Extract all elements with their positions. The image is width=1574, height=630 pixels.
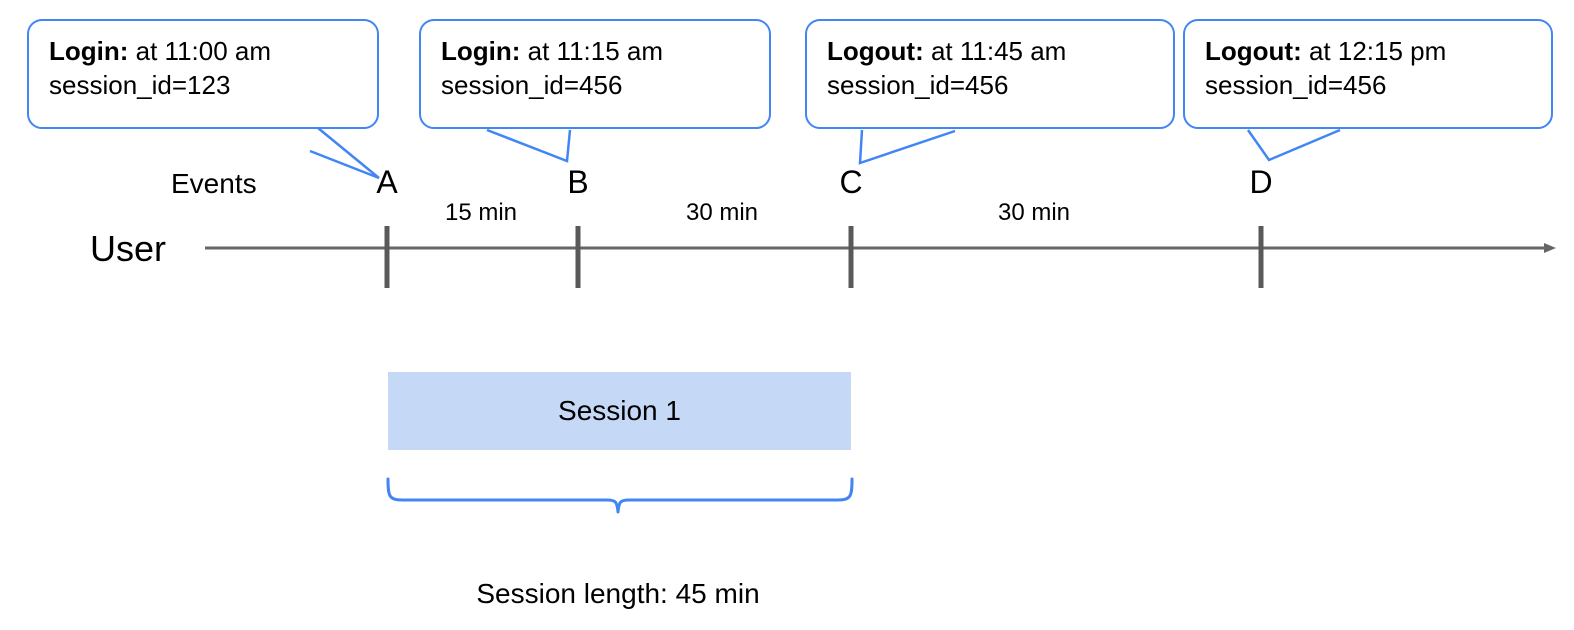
callout-1-line-1: Login: at 11:00 am <box>49 35 359 69</box>
callout-tail-4 <box>1246 128 1341 162</box>
callout-tail-3 <box>858 129 956 165</box>
callout-4-event-type: Logout: <box>1205 36 1302 66</box>
callout-tail-2 <box>486 128 572 163</box>
callout-2-event-type: Login: <box>441 36 521 66</box>
callout-3-detail: at 11:45 am <box>923 36 1067 66</box>
callout-bubble-3[interactable]: Logout: at 11:45 am session_id=456 <box>805 19 1175 129</box>
gap-label-bc: 30 min <box>685 199 759 226</box>
callout-bubble-4[interactable]: Logout: at 12:15 pm session_id=456 <box>1183 19 1553 129</box>
session-length-label: Session length: 45 min <box>476 578 760 609</box>
callout-4-line-2: session_id=456 <box>1205 69 1387 100</box>
gap-label-ab: 15 min <box>444 199 518 226</box>
marker-label-b: B <box>567 164 589 200</box>
events-row-label: Events <box>171 168 257 199</box>
callout-2-detail: at 11:15 am <box>520 36 664 66</box>
callout-3-line-1: Logout: at 11:45 am <box>827 35 1155 69</box>
callout-1-line-2: session_id=123 <box>49 69 231 100</box>
callout-tail-1 <box>309 127 380 180</box>
marker-label-a: A <box>376 164 398 200</box>
marker-label-d: D <box>1249 164 1273 200</box>
gap-label-cd: 30 min <box>997 199 1071 226</box>
callout-1-event-type: Login: <box>49 36 129 66</box>
marker-label-c: C <box>839 164 863 200</box>
callout-4-line-1: Logout: at 12:15 pm <box>1205 35 1533 69</box>
session-brace <box>386 477 854 514</box>
callout-1-detail: at 11:00 am <box>128 36 272 66</box>
callout-bubble-1[interactable]: Login: at 11:00 am session_id=123 <box>27 19 379 129</box>
callout-2-line-2: session_id=456 <box>441 69 623 100</box>
callout-4-detail: at 12:15 pm <box>1301 36 1447 66</box>
session-bar-label: Session 1 <box>558 395 681 426</box>
user-row-label: User <box>90 228 167 269</box>
callout-2-line-1: Login: at 11:15 am <box>441 35 751 69</box>
callout-3-line-2: session_id=456 <box>827 69 1009 100</box>
session-bar-1[interactable]: Session 1 <box>388 372 851 450</box>
callout-bubble-2[interactable]: Login: at 11:15 am session_id=456 <box>419 19 771 129</box>
callout-3-event-type: Logout: <box>827 36 924 66</box>
